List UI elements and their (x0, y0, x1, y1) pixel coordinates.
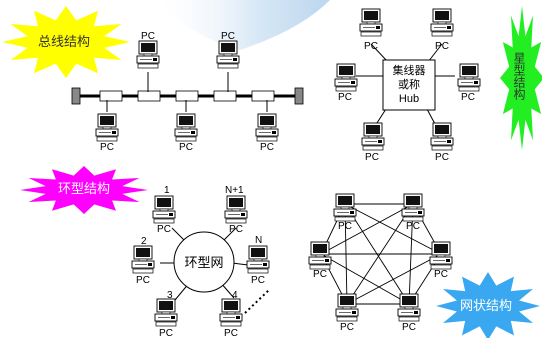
ring-pc-label: PC (251, 275, 265, 286)
computer-icon (308, 241, 332, 270)
star-pc-label: PC (461, 92, 475, 103)
computer-icon (457, 63, 481, 92)
hub-label: 集线器 (393, 63, 426, 77)
computer-icon (154, 298, 178, 327)
mesh-pc-label: PC (434, 269, 448, 280)
ring-center (173, 231, 235, 293)
computer-icons (95, 8, 481, 327)
ring-center-label: 环型网 (184, 255, 223, 270)
ring-node-number: 1 (164, 185, 170, 196)
ring-node-number: 4 (232, 290, 238, 301)
computer-icon (131, 245, 155, 274)
hub-label: 或称 (398, 77, 420, 91)
computer-icon (224, 195, 248, 224)
bus-pc-label: PC (141, 31, 155, 42)
mesh-link (320, 253, 410, 305)
bus-burst-label: 总线结构 (38, 34, 90, 49)
star-pc-label: PC (435, 41, 449, 52)
computer-icon (333, 193, 357, 222)
star-topology: 集线器 或称 Hub 星型结构 PC PC PC PC PC PC (338, 6, 542, 163)
bus-tap (213, 90, 237, 102)
mesh-burst-label: 网状结构 (460, 298, 512, 313)
computer-icon (334, 63, 358, 92)
bus-tap (137, 90, 161, 102)
ring-dotted-link (244, 288, 271, 314)
star-pc-label: PC (365, 152, 379, 163)
ring-topology: 环型结构 环型网 1 N+1 2 N 3 4 PC PC PC PC PC PC (20, 166, 271, 339)
hub-box (382, 59, 436, 111)
computer-icon (430, 122, 454, 151)
computer-icon (136, 40, 160, 69)
bus-topology: 总线结构 PC PC PC PC PC (2, 6, 304, 153)
ring-node-number: N+1 (225, 185, 244, 196)
ring-pc-label: PC (159, 328, 173, 338)
bus-tap (175, 90, 199, 102)
star-pc-label: PC (364, 41, 378, 52)
background-swoosh (150, 0, 330, 50)
star-burst-shape (500, 6, 542, 150)
mesh-link (320, 203, 414, 255)
ring-pc-label: PC (136, 275, 150, 286)
mesh-pc-label: PC (338, 221, 352, 232)
computer-icon (246, 245, 270, 274)
mesh-burst-shape (436, 272, 540, 340)
computer-icon (174, 113, 198, 142)
star-burst-label: 星型结构 (512, 52, 526, 101)
mesh-pc-label: PC (340, 322, 354, 333)
ring-node-number: 2 (141, 236, 147, 247)
computer-icon (361, 122, 385, 151)
computer-icon (255, 113, 279, 142)
mesh-link (344, 203, 442, 255)
computer-icon (430, 8, 454, 37)
bus-terminator-right (294, 87, 304, 105)
ring-pc-label: PC (229, 224, 243, 235)
bus-tap (99, 90, 123, 102)
ring-burst-label: 环型结构 (58, 181, 110, 196)
star-pc-label: PC (338, 92, 352, 103)
bus-terminator-left (71, 87, 81, 105)
ring-burst-shape (20, 166, 148, 214)
computer-icon (401, 193, 425, 222)
mesh-link (346, 253, 442, 305)
hub-label: Hub (399, 93, 419, 105)
bus-pc-label: PC (260, 142, 274, 153)
computer-icon (359, 8, 383, 37)
star-pc-label: PC (435, 152, 449, 163)
computer-icon (335, 293, 359, 322)
mesh-pc-label: PC (402, 322, 416, 333)
computer-icon (429, 241, 453, 270)
ring-node-number: 3 (167, 290, 173, 301)
computer-icon (216, 40, 240, 69)
bus-cable (71, 72, 304, 112)
bus-burst-shape (2, 6, 130, 78)
computer-icon (397, 293, 421, 322)
bus-pc-label: PC (100, 142, 114, 153)
ring-pc-label: PC (224, 328, 238, 338)
bus-pc-label: PC (221, 31, 235, 42)
computer-icon (152, 195, 176, 224)
ring-pc-label: PC (157, 224, 171, 235)
ring-node-number: N (255, 235, 262, 246)
bus-pc-label: PC (179, 142, 193, 153)
bus-tap (251, 90, 275, 102)
computer-icon (219, 298, 243, 327)
computer-icon (95, 113, 119, 142)
mesh-pc-label: PC (406, 221, 420, 232)
mesh-pc-label: PC (313, 269, 327, 280)
